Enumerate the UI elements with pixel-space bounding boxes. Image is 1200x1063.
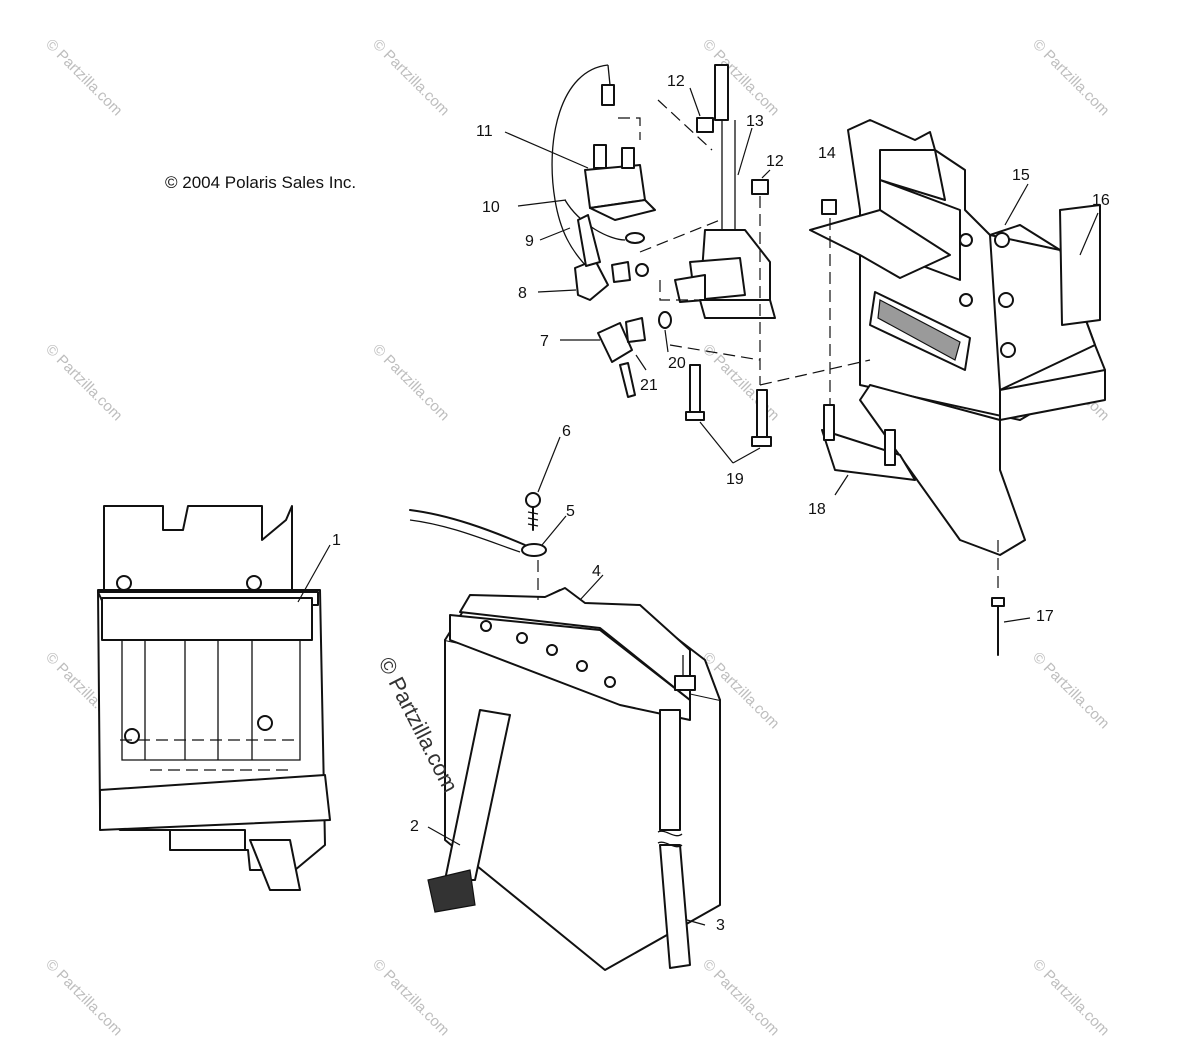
part-14-nut <box>821 199 837 440</box>
part-5-6-screw-and-lug <box>409 436 567 600</box>
part-4-battery <box>444 574 721 971</box>
watermark: © Partzilla.com <box>1029 956 1112 1039</box>
callout-12: 12 <box>766 153 784 170</box>
callout-11: 11 <box>476 123 493 140</box>
callout-3: 3 <box>716 917 725 934</box>
callout-15: 15 <box>1012 167 1030 184</box>
part-8-boot <box>537 214 649 301</box>
callout-12: 12 <box>667 73 685 90</box>
callout-10: 10 <box>482 199 500 216</box>
callout-17: 17 <box>1036 608 1054 625</box>
copyright-text: © 2004 Polaris Sales Inc. <box>165 173 356 192</box>
callout-8: 8 <box>518 285 527 302</box>
watermark: © Partzilla.com <box>369 956 452 1039</box>
watermark: © Partzilla.com <box>699 956 782 1039</box>
part-20-21-washers <box>635 311 871 386</box>
part-2-cable <box>427 709 511 913</box>
callout-9: 9 <box>525 233 534 250</box>
callout-18: 18 <box>808 501 826 518</box>
part-16-label <box>1059 204 1101 326</box>
watermark: © Partzilla.com <box>369 36 452 119</box>
callout-labels: 1 2 3 4 5 6 7 8 9 10 11 12 12 13 14 15 1… <box>332 73 1110 934</box>
part-11-relay <box>504 131 656 221</box>
part-13-solenoid <box>659 64 776 319</box>
part-9-10-wire <box>517 64 721 271</box>
watermark: © Partzilla.com <box>1029 649 1112 732</box>
watermark: © Partzilla.com <box>699 36 782 119</box>
part-12-nuts <box>689 87 771 385</box>
callout-20: 20 <box>668 355 686 372</box>
part-3-cable <box>657 709 706 969</box>
watermark: © Partzilla.com <box>42 341 125 424</box>
callout-1: 1 <box>332 532 341 549</box>
callout-13: 13 <box>746 113 764 130</box>
part-15-mounting-bracket <box>809 119 1106 556</box>
callout-21: 21 <box>640 377 658 394</box>
watermark: © Partzilla.com <box>369 341 452 424</box>
callout-2: 2 <box>410 818 419 835</box>
callout-19: 19 <box>726 471 744 488</box>
callout-4: 4 <box>592 563 601 580</box>
watermark: © Partzilla.com <box>1029 36 1112 119</box>
part-19-bolts <box>685 364 772 464</box>
part-17-rivet <box>991 540 1031 656</box>
callout-14: 14 <box>818 145 836 162</box>
callout-7: 7 <box>540 333 549 350</box>
callout-16: 16 <box>1092 192 1110 209</box>
part-1-battery-holder <box>97 505 331 891</box>
callout-6: 6 <box>562 423 571 440</box>
watermark: © Partzilla.com <box>42 956 125 1039</box>
watermark: © Partzilla.com <box>42 36 125 119</box>
callout-5: 5 <box>566 503 575 520</box>
part-18-plate <box>821 404 916 496</box>
part-7-boot <box>560 317 646 398</box>
